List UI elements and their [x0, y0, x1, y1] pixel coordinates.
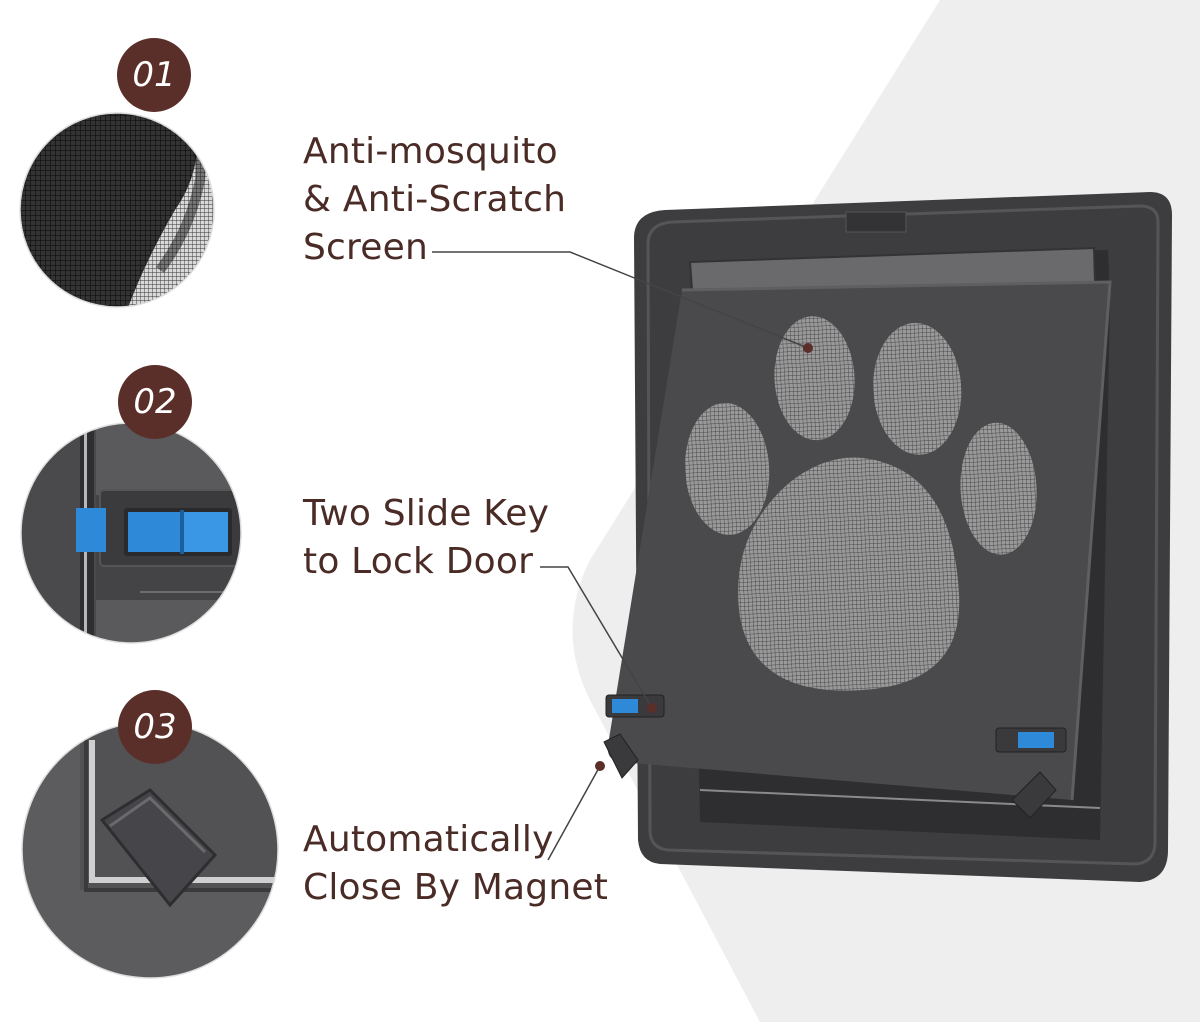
pet-door-product — [603, 192, 1172, 882]
feature-1-line-2: & Anti-Scratch — [303, 179, 567, 220]
leader-dot-2 — [647, 703, 657, 713]
leader-lines — [432, 251, 809, 861]
feature-1-line-1: Anti-mosquito — [303, 131, 558, 172]
feature-2-text: Two Slide Key to Lock Door — [303, 490, 549, 586]
mesh-closeup-image — [20, 113, 214, 307]
feature-3-text: Automatically Close By Magnet — [303, 816, 608, 912]
feature-badge-01: 01 — [117, 38, 191, 112]
feature-3-line-1: Automatically — [303, 819, 554, 860]
leader-dot-1 — [803, 343, 813, 353]
feature-2-line-1: Two Slide Key — [303, 493, 550, 534]
feature-1-line-3: Screen — [303, 227, 428, 268]
slide-lock-right — [995, 727, 1067, 753]
feature-3-line-2: Close By Magnet — [303, 867, 609, 908]
feature-2-line-2: to Lock Door — [303, 541, 534, 582]
feature-badge-02: 02 — [118, 365, 192, 439]
feature-1-text: Anti-mosquito & Anti-Scratch Screen — [303, 128, 566, 272]
leader-dot-3 — [595, 761, 605, 771]
slide-key-closeup-image — [21, 423, 241, 643]
feature-badge-03: 03 — [118, 690, 192, 764]
paw-print-mesh — [685, 316, 1037, 691]
